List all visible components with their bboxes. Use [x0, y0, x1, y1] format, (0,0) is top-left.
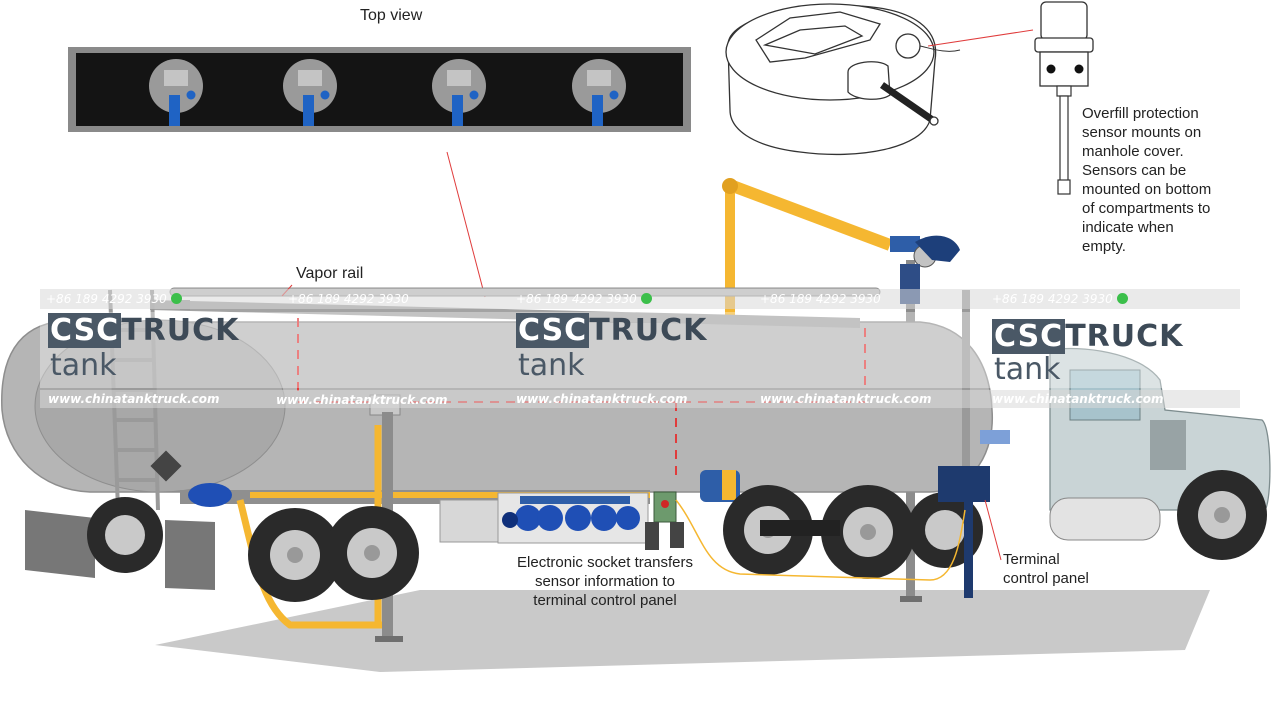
watermark-phone: +86 189 4292 3930	[516, 292, 652, 306]
watermark-url: www.chinatanktruck.com	[760, 392, 932, 406]
watermark-logo: CSCTRUCK	[516, 313, 708, 348]
watermark-url: www.chinatanktruck.com	[276, 393, 448, 407]
watermark-band-top	[40, 289, 1240, 309]
watermark-phone: +86 189 4292 3930	[760, 292, 881, 306]
product-hose	[700, 470, 740, 502]
overfill-line: Overfill protection	[1082, 105, 1199, 122]
whatsapp-icon	[640, 293, 652, 304]
watermark-logo-sub: tank	[994, 352, 1061, 387]
watermark-band-bottom	[40, 390, 1240, 408]
sensor-pointer	[927, 29, 1034, 47]
top-view-panel	[68, 47, 691, 132]
socket-line: sensor information to	[534, 573, 676, 590]
top-view-pointer	[446, 151, 486, 298]
watermark-logo-sub: tank	[518, 348, 585, 383]
watermark-logo: CSCTRUCK	[48, 313, 240, 348]
watermark-logo: CSCTRUCK	[992, 319, 1184, 354]
watermark-logo-sub: tank	[50, 348, 117, 383]
manhole-top-1	[149, 59, 203, 126]
overfill-line: empty.	[1082, 238, 1126, 255]
terminal-pointer	[984, 499, 1002, 561]
watermark-url: www.chinatanktruck.com	[48, 392, 220, 406]
manhole-cover-detail	[725, 3, 961, 156]
manhole-top-2	[283, 59, 337, 126]
socket-caption: Electronic socket transfers sensor infor…	[505, 553, 705, 610]
terminal-control-panel	[938, 466, 990, 598]
socket-line: Electronic socket transfers	[517, 554, 693, 571]
manhole-top-4	[572, 59, 626, 126]
whatsapp-icon	[170, 293, 182, 304]
watermark-url: www.chinatanktruck.com	[516, 392, 688, 406]
ground-pad	[155, 590, 1210, 672]
top-view-label: Top view	[360, 7, 423, 24]
trailer-wheels	[25, 497, 419, 602]
overfill-line: sensor mounts on	[1082, 124, 1202, 141]
terminal-line: control panel	[1003, 570, 1089, 587]
watermark-url: www.chinatanktruck.com	[992, 392, 1164, 406]
overfill-line: Sensors can be	[1082, 162, 1187, 179]
sensor-cable	[675, 499, 966, 581]
manhole-top-3	[432, 59, 486, 126]
watermark-phone: +86 189 4292 3930	[288, 292, 409, 306]
whatsapp-icon	[1116, 293, 1128, 304]
watermark-phone: +86 189 4292 3930	[46, 292, 182, 306]
terminal-caption: Terminal control panel	[1003, 550, 1089, 588]
socket-line: terminal control panel	[533, 592, 677, 609]
vapor-rail-label: Vapor rail	[296, 265, 364, 282]
electronic-socket	[645, 491, 684, 550]
bottom-loading-couplers	[502, 496, 640, 531]
overfill-caption: Overfill protection sensor mounts on man…	[1082, 104, 1211, 256]
overfill-line: manhole cover.	[1082, 143, 1184, 160]
overfill-line: of compartments to	[1082, 200, 1211, 217]
overfill-sensor	[1034, 1, 1094, 195]
overfill-line: indicate when	[1082, 219, 1174, 236]
truck-tractor	[962, 290, 1271, 541]
overfill-line: mounted on bottom	[1082, 181, 1212, 198]
watermark-phone: +86 189 4292 3930	[992, 292, 1128, 306]
terminal-line: Terminal	[1003, 551, 1060, 568]
